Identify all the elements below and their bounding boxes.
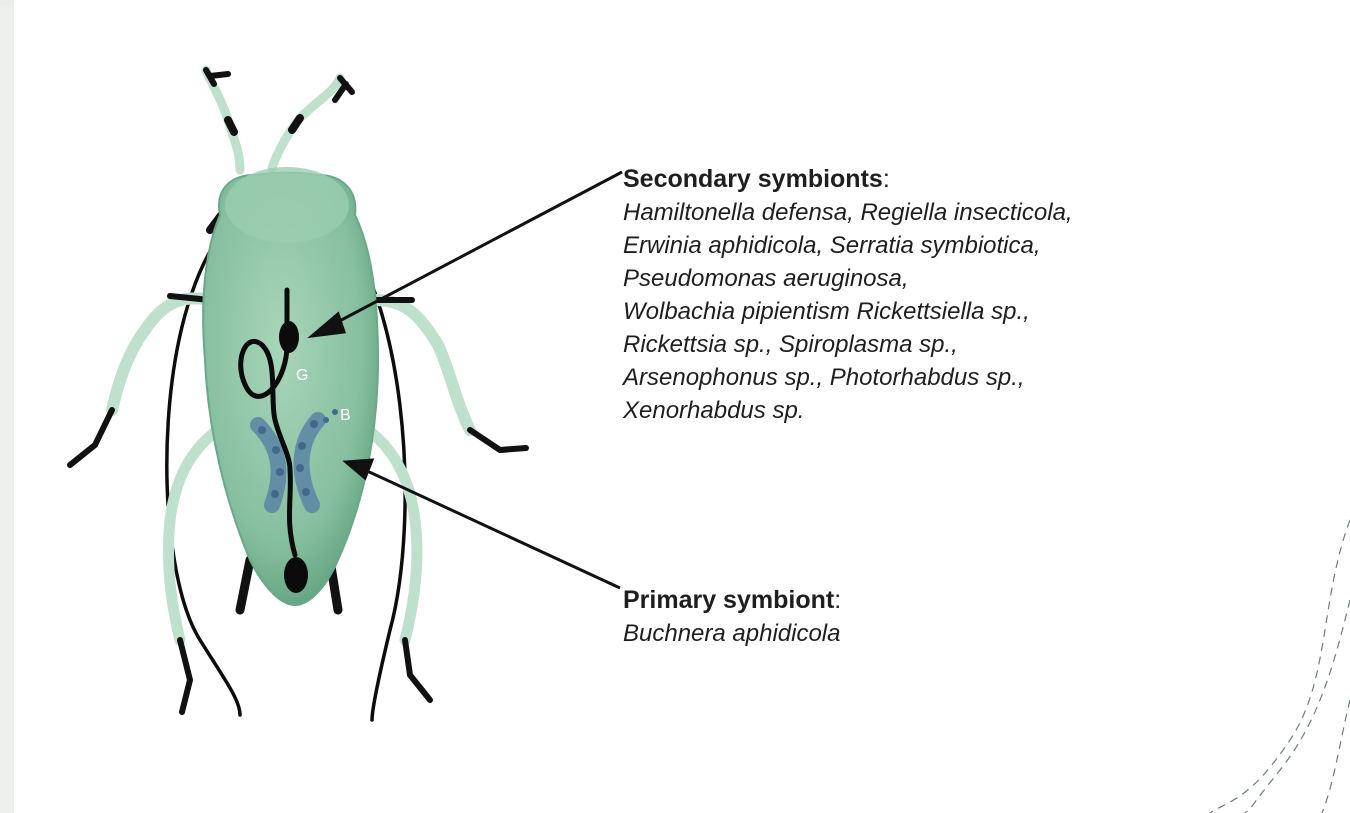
antennae xyxy=(206,70,352,170)
secondary-symbionts-colon: : xyxy=(883,165,890,193)
decorative-dashed-curves xyxy=(1210,520,1350,813)
secondary-symbionts-label: Secondary symbionts: Hamiltonella defens… xyxy=(623,163,1333,427)
gut-upper-bulb xyxy=(279,321,299,353)
gut-lower-bulb xyxy=(284,557,308,593)
secondary-species-line: Hamiltonella defensa, Regiella insectico… xyxy=(623,196,1333,229)
aphid-head xyxy=(225,167,349,243)
primary-symbiont-title: Primary symbiont xyxy=(623,586,834,614)
organ-label-bacteriocytes: B xyxy=(340,407,351,424)
secondary-species-line: Arsenophonus sp., Photorhabdus sp., xyxy=(623,361,1333,394)
secondary-species-line: Pseudomonas aeruginosa, xyxy=(623,262,1333,295)
primary-symbiont-label: Primary symbiont: Buchnera aphidicola xyxy=(623,584,1123,650)
primary-species-line: Buchnera aphidicola xyxy=(623,617,1123,650)
secondary-symbionts-title: Secondary symbionts xyxy=(623,165,883,193)
primary-symbiont-colon: : xyxy=(834,586,841,614)
secondary-species-line: Rickettsia sp., Spiroplasma sp., xyxy=(623,328,1333,361)
secondary-species-line: Erwinia aphidicola, Serratia symbiotica, xyxy=(623,229,1333,262)
secondary-species-line: Xenorhabdus sp. xyxy=(623,394,1333,427)
secondary-species-line: Wolbachia pipientism Rickettsiella sp., xyxy=(623,295,1333,328)
organ-label-gut: G xyxy=(296,367,308,384)
